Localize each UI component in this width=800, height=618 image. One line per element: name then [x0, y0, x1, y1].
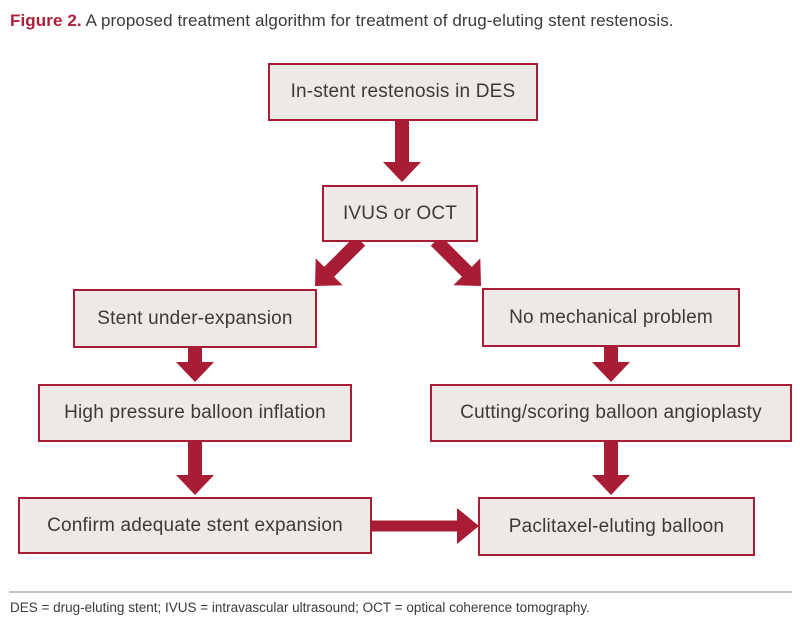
arrow-highpressure-to-confirm-icon: [176, 442, 214, 495]
arrow-cutting-to-paclitaxel-icon: [592, 442, 630, 495]
node-cutting-scoring-balloon-angioplasty: Cutting/scoring balloon angioplasty: [430, 384, 792, 442]
figure-caption-label: Figure 2.: [10, 11, 82, 30]
node-confirm-adequate-stent-expansion: Confirm adequate stent expansion: [18, 497, 372, 554]
node-ivus-or-oct: IVUS or OCT: [322, 185, 478, 242]
figure-caption-text: A proposed treatment algorithm for treat…: [81, 11, 674, 30]
node-no-mechanical-problem: No mechanical problem: [482, 288, 740, 347]
node-stent-under-expansion: Stent under-expansion: [73, 289, 317, 348]
figure-caption: Figure 2. A proposed treatment algorithm…: [10, 10, 790, 32]
arrow-nomechanical-to-cutting-icon: [592, 347, 630, 382]
arrow-des-to-ivus-icon: [383, 121, 421, 182]
arrow-underexpansion-to-highpressure-icon: [176, 348, 214, 382]
node-in-stent-restenosis-in-des: In-stent restenosis in DES: [268, 63, 538, 121]
abbreviations-footnote: DES = drug-eluting stent; IVUS = intrava…: [10, 600, 590, 615]
arrow-confirm-to-paclitaxel-icon: [372, 508, 479, 544]
node-paclitaxel-eluting-balloon: Paclitaxel-eluting balloon: [478, 497, 755, 556]
node-high-pressure-balloon-inflation: High pressure balloon inflation: [38, 384, 352, 442]
footnote-divider: [9, 591, 792, 593]
